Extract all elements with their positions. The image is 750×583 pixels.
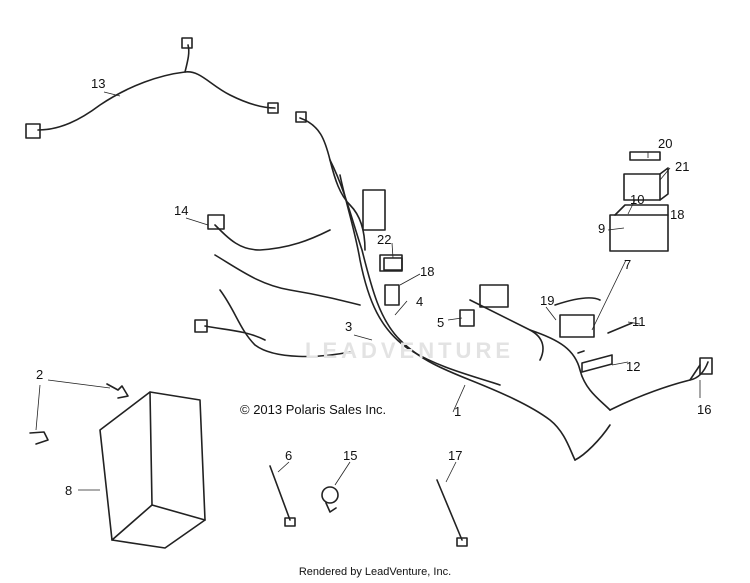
callout-12: 12 (626, 359, 641, 374)
callout-14: 14 (174, 203, 189, 218)
callout-4: 4 (416, 294, 424, 309)
callout-13: 13 (91, 76, 106, 91)
callout-3: 3 (345, 319, 353, 334)
callout-5: 5 (437, 315, 445, 330)
callout-18-relay: 18 (670, 207, 685, 222)
callout-18: 18 (420, 264, 435, 279)
callout-10: 10 (630, 192, 645, 207)
footer-credit: Rendered by LeadVenture, Inc. (298, 566, 452, 578)
callout-8: 8 (65, 483, 73, 498)
callout-19: 19 (540, 293, 555, 308)
callout-9: 9 (598, 221, 606, 236)
callout-20: 20 (658, 136, 673, 151)
callout-17: 17 (448, 448, 463, 463)
harness-13 (37, 71, 276, 131)
module-8 (99, 391, 206, 549)
copyright-notice: © 2013 Polaris Sales Inc. (240, 402, 387, 417)
callout-22: 22 (377, 232, 392, 247)
callout-2: 2 (36, 367, 44, 382)
callout-6: 6 (285, 448, 293, 463)
callout-15: 15 (343, 448, 358, 463)
watermark: LEADVENTURE (305, 338, 515, 363)
callout-21: 21 (675, 159, 690, 174)
callout-1: 1 (454, 404, 462, 419)
callout-16: 16 (697, 402, 712, 417)
callout-7: 7 (624, 257, 632, 272)
callout-11: 11 (632, 314, 646, 329)
